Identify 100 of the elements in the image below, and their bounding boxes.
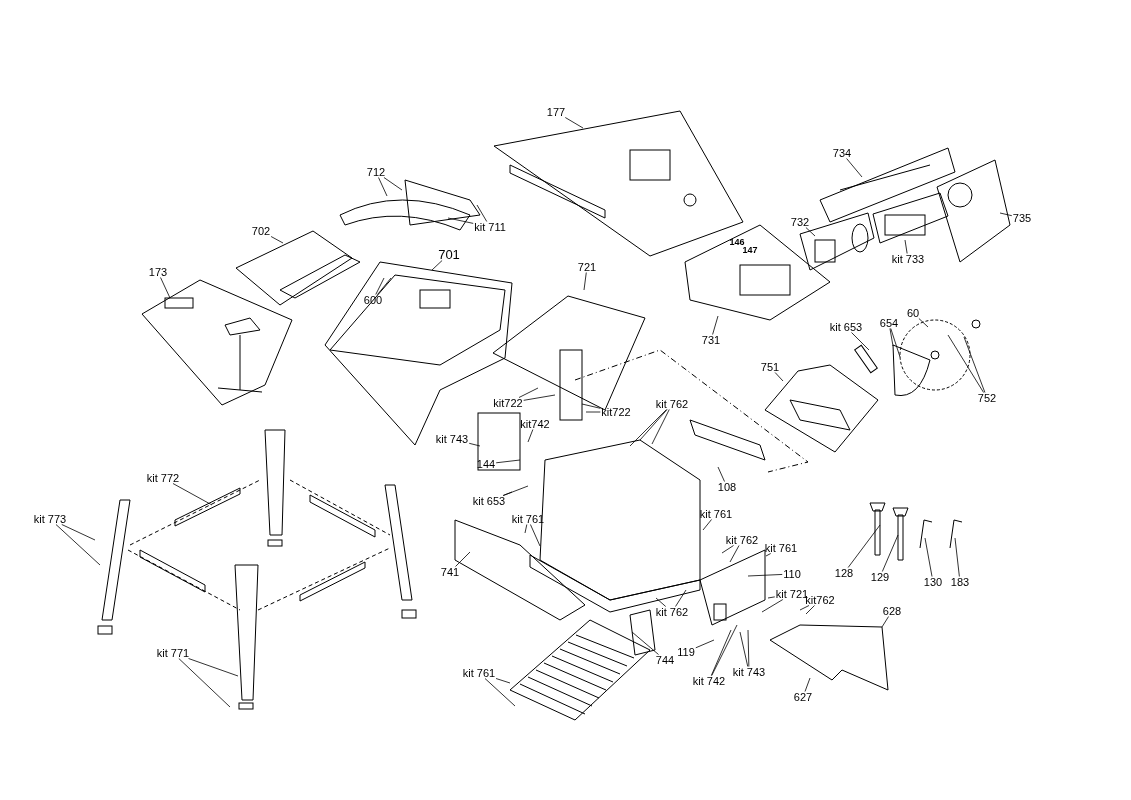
leader-line [774,372,784,382]
callout-number: kit 773 [32,513,68,525]
leader-line [804,677,811,692]
callout-number: kit 761 [763,542,799,554]
callout-number: 741 [439,566,461,578]
leader-line [172,483,213,506]
leader-line [523,394,556,401]
callout-number: 751 [759,361,781,373]
callout-number: 744 [654,654,676,666]
leader-line [270,236,284,244]
leader-line [747,574,783,577]
leader-line [502,485,529,496]
callout-number: 130 [922,576,944,588]
callout-number: 146 [729,237,745,247]
leader-line [711,624,738,676]
callout-number: 128 [833,567,855,579]
callout-number: kit 761 [461,667,497,679]
callout-number: 60 [905,307,921,319]
callout-number: 731 [700,334,722,346]
leader-line [581,403,601,409]
leader-line [629,409,667,447]
leader-line [468,442,481,447]
leader-line [851,332,870,351]
leader-line [963,336,986,393]
leader-line [805,227,816,237]
leader-line [739,631,749,667]
leader-line [999,212,1013,217]
leader-line [881,616,889,628]
leader-line [495,678,511,684]
callout-number: 702 [250,225,272,237]
leader-line [476,204,488,222]
leader-line [484,678,516,707]
leader-line [383,177,403,191]
leader-line [431,260,443,271]
leader-line [639,409,668,441]
leader-line [721,545,734,554]
leader-line [947,334,984,393]
leader-line [846,158,863,178]
leader-line [518,387,539,398]
leader-line [904,239,908,254]
leader-line [447,217,474,224]
leader-line [55,524,101,566]
callout-number: 183 [949,576,971,588]
leader-line [527,429,534,443]
leader-line [61,524,96,541]
leader-line [188,658,239,677]
leader-line [585,411,601,413]
callout-number: 110 [782,568,802,580]
callout-number: 119 [676,646,696,658]
leader-line [924,537,933,577]
callout-number: 144 [475,458,497,470]
leader-line [761,599,784,613]
leader-line [631,631,659,655]
callout-number: kit 653 [471,495,507,507]
callout-number: kit722 [600,406,632,418]
leader-line [160,277,171,299]
callout-number: 701 [437,247,461,261]
leader-line [524,524,528,534]
callout-number: 600 [362,294,384,306]
leader-line [847,524,881,568]
leader-line [375,277,385,295]
leader-line [564,117,584,129]
callout-number: 712 [365,166,387,178]
leader-line [377,277,392,295]
callout-number: kit 761 [510,513,546,525]
callout-number: kit 653 [828,321,864,333]
callout-number: 654 [878,317,900,329]
leader-line [702,519,712,531]
leader-line [695,639,715,649]
leader-line [765,553,772,557]
leader-line [655,597,667,607]
callout-number: 129 [869,571,891,583]
callout-number: kit 772 [145,472,181,484]
callout-number: 734 [831,147,853,159]
leader-line [729,545,740,563]
callout-number: 627 [792,691,814,703]
callout-number: kit 762 [724,534,760,546]
leader-line [799,605,810,611]
callout-number: kit 711 [473,221,507,233]
callout-number: kit 771 [155,647,191,659]
leader-line [881,534,899,572]
leader-line [710,629,732,676]
callout-number: kit 733 [890,253,926,265]
leader-line [675,589,687,607]
leader-line [651,409,670,445]
callout-number: kit 762 [654,398,690,410]
leader-line [767,596,776,599]
callout-number: 177 [545,106,567,118]
leader-line [889,328,894,347]
callout-number: 173 [147,266,169,278]
leader-line [890,328,901,358]
leader-line [717,466,725,482]
callout-number: 752 [976,392,998,404]
callout-number: kit 761 [698,508,734,520]
callout-number: 735 [1011,212,1033,224]
leader-line [495,459,521,464]
callout-number: 721 [576,261,598,273]
leader-line [378,177,388,197]
callout-number: kit742 [519,418,551,430]
callout-number: 147 [742,245,758,255]
